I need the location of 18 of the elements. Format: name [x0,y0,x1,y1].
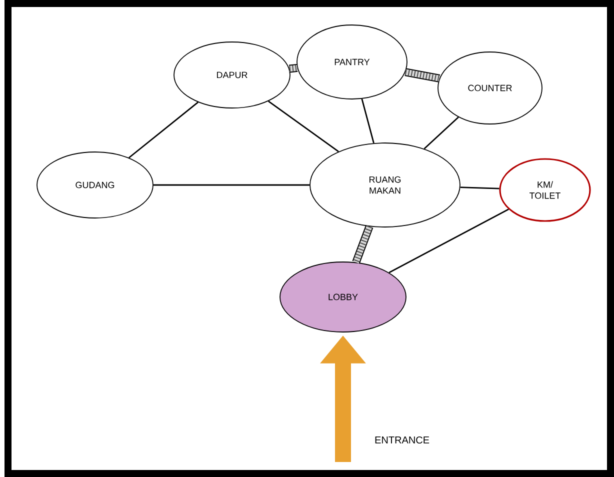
edge-label: ENTRANCE [375,436,430,444]
room-bubble: RUANG MAKAN [310,142,460,228]
hatched-connector [404,68,440,82]
room-bubble: COUNTER [438,52,542,124]
connector-line [268,100,339,152]
connector-line [128,102,199,158]
connector-line [460,186,500,190]
connector-line [424,116,459,150]
connector-line [153,184,310,186]
room-bubble: KM/ TOILET [499,158,591,222]
room-bubble: GUDANG [36,152,154,218]
connector-line [388,208,509,274]
room-bubble: DAPUR [174,42,290,108]
room-bubble: LOBBY [280,262,406,332]
room-bubble: PANTRY [296,24,408,100]
connector-line [361,98,374,144]
hatched-connector [352,225,374,264]
hatched-connector [288,64,298,73]
